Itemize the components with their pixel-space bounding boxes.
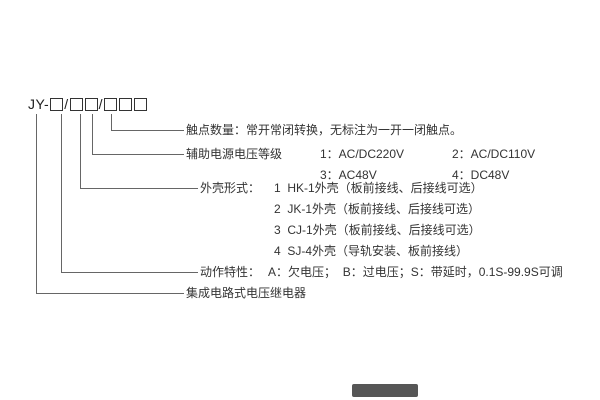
- aux-voltage-option-3: 3：AC48V: [320, 168, 377, 182]
- model-digit-box-action: [50, 97, 64, 111]
- connector-contact-count: [111, 114, 184, 131]
- connector-action-characteristic: [61, 114, 198, 273]
- shell-type-title: 外壳形式：: [200, 181, 261, 195]
- model-digit-box-contact-1: [104, 97, 117, 111]
- contact-count-label: 触点数量：常开常闭转换，无标注为一开一闭触点。: [186, 123, 463, 137]
- model-digit-box-aux-voltage: [84, 97, 98, 111]
- shell-type-option-2: 2 JK-1外壳（板前接线、后接线可选）: [274, 202, 481, 216]
- aux-voltage-option-4: 4：DC48V: [452, 168, 510, 182]
- bottom-right-watermark: [352, 384, 418, 397]
- shell-type-option-1: 1 HK-1外壳（板前接线、后接线可选）: [274, 181, 483, 195]
- shell-type-option-4: 4 SJ-4外壳（导轨安装、板前接线）: [274, 244, 469, 258]
- aux-voltage-option-2: 2：AC/DC110V: [452, 147, 536, 161]
- connector-aux-voltage: [92, 114, 184, 155]
- model-digit-box-contact-3: [134, 97, 147, 111]
- model-separator: /: [98, 96, 103, 112]
- model-digit-box-shell: [69, 97, 83, 111]
- action-characteristic-title: 动作特性：: [200, 265, 261, 279]
- aux-voltage-title: 辅助电源电压等级: [186, 147, 283, 161]
- model-separator: /: [64, 96, 69, 112]
- model-prefix: JY-: [28, 96, 50, 112]
- action-characteristic-text: A：欠电压； B：过电压；S：带延时，0.1S-99.9S可调: [268, 265, 563, 279]
- product-name-label: 集成电路式电压继电器: [186, 286, 307, 300]
- model-digit-box-contact-2: [119, 97, 132, 111]
- aux-voltage-option-1: 1：AC/DC220V: [320, 147, 405, 161]
- shell-type-option-3: 3 CJ-1外壳（板前接线、后接线可选）: [274, 223, 481, 237]
- connector-product-name: [36, 114, 184, 294]
- model-code: JY- / /: [28, 94, 148, 114]
- connector-shell-type: [80, 114, 198, 189]
- action-characteristic-row: 动作特性： A：欠电压； B：过电压；S：带延时，0.1S-99.9S可调: [200, 265, 563, 279]
